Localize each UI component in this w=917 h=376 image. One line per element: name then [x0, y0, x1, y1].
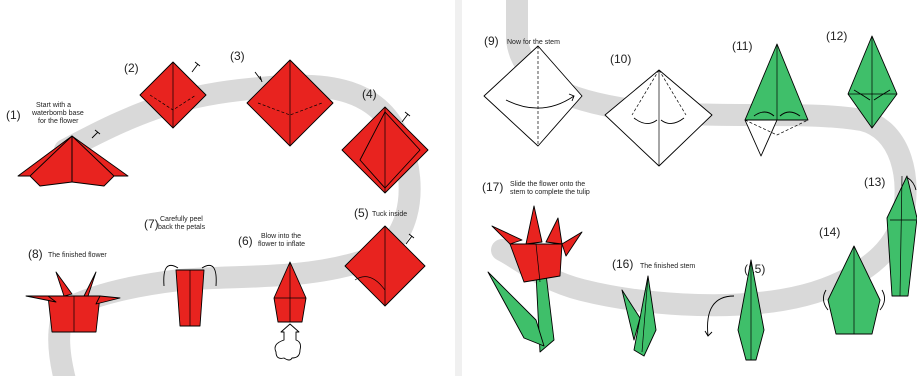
step-7: (7) Carefully peel back the petals	[144, 216, 217, 327]
fold-arrow-icon	[91, 129, 101, 139]
petal	[55, 271, 73, 297]
step-caption-line: waterbomb base	[31, 110, 84, 117]
paper-square	[604, 69, 713, 167]
stem-panel: (9) Now for the stem (10) (11)	[462, 0, 917, 376]
step-caption-line: Carefully peel	[160, 216, 203, 223]
guide-path	[48, 74, 421, 376]
step-number: (13)	[864, 175, 885, 189]
tulip-petal	[561, 231, 583, 257]
step-16: (16) The finished stem	[612, 257, 695, 357]
tulip-petal	[491, 225, 523, 245]
blow-arrow-icon	[274, 323, 301, 361]
fold-arrow-icon	[753, 111, 801, 117]
step-caption-line: for the flower	[38, 118, 79, 125]
step-number: (3)	[230, 49, 245, 63]
step-caption-line: Now for the stem	[507, 39, 560, 46]
leaf	[621, 289, 641, 341]
step-9: (9) Now for the stem	[483, 34, 583, 147]
fold-arrow-icon	[633, 117, 685, 124]
step-number: (2)	[124, 61, 139, 75]
step-caption-line: Start with a	[36, 102, 71, 109]
step-5: (5) Tuck inside	[344, 206, 426, 307]
petal	[25, 295, 57, 303]
tulip-flower	[509, 243, 563, 283]
step-number: (15)	[744, 262, 765, 276]
step-3: (3)	[230, 49, 334, 147]
step-1: (1) Start with a waterbomb base for the …	[6, 102, 129, 187]
step-caption-line: flower to inflate	[258, 241, 305, 248]
step-10: (10)	[604, 52, 713, 167]
step-number: (17)	[482, 180, 503, 194]
petal	[95, 295, 121, 305]
fold-arrow-icon	[405, 233, 415, 245]
step-14: (14)	[819, 225, 885, 335]
step-number: (7)	[144, 217, 159, 231]
tulip-petal	[525, 205, 543, 245]
tulip-petal	[545, 217, 563, 245]
step-caption-line: The finished flower	[48, 252, 107, 259]
step-17: (17) Slide the flower onto the stem to c…	[482, 180, 590, 353]
step-number: (8)	[28, 247, 43, 261]
step-15: (15)	[704, 259, 765, 361]
step-number: (14)	[819, 225, 840, 239]
step-caption-line: stem to complete the tulip	[510, 189, 590, 196]
step-number: (5)	[354, 206, 369, 220]
step-6: (6) Blow into the flower to inflate	[238, 233, 307, 361]
petal	[83, 271, 97, 297]
waterbomb-flap	[29, 135, 73, 187]
panel-divider	[455, 0, 462, 376]
step-number: (16)	[612, 257, 633, 271]
step-number: (4)	[362, 87, 377, 101]
fold-arrow-icon	[853, 89, 891, 101]
fold-arrow-icon	[823, 289, 829, 311]
fold-arrow-icon	[907, 177, 917, 191]
stem-kite	[744, 43, 809, 121]
step-13: (13)	[864, 175, 917, 297]
step-number: (12)	[826, 29, 847, 43]
step-4: (4)	[341, 87, 429, 194]
step-8: (8) The finished flower	[25, 247, 121, 333]
step-number: (9)	[484, 34, 499, 48]
step-caption-line: The finished stem	[640, 263, 695, 270]
step-caption-line: Slide the flower onto the	[510, 181, 585, 188]
step-caption-line: back the petals	[158, 224, 206, 231]
step-number: (10)	[610, 52, 631, 66]
step-caption-line: Tuck inside	[372, 211, 407, 218]
step-2: (2)	[124, 61, 207, 129]
paper-bottom	[744, 119, 778, 157]
step-number: (1)	[6, 108, 21, 122]
flower-diagram: (1) Start with a waterbomb base for the …	[6, 49, 429, 376]
peel-arrow-icon	[201, 264, 217, 287]
fold-arrow-icon	[505, 93, 575, 109]
stem-diagram: (9) Now for the stem (10) (11)	[482, 0, 917, 361]
fold-arrow-icon	[704, 295, 735, 337]
step-number: (11)	[732, 39, 752, 53]
fold-arrow-icon	[254, 71, 263, 83]
peel-arrow-icon	[163, 264, 179, 287]
fold-arrow-icon	[401, 111, 411, 123]
fold-arrow-icon	[191, 61, 201, 73]
fold-arrow-icon	[879, 289, 885, 311]
flower-panel: (1) Start with a waterbomb base for the …	[0, 0, 455, 376]
step-11: (11)	[732, 39, 809, 157]
step-12: (12)	[826, 29, 898, 129]
step-number: (6)	[238, 234, 253, 248]
tulip-leaf	[487, 271, 545, 347]
paper-square	[483, 45, 583, 147]
step-caption-line: Blow into the	[261, 233, 301, 240]
guide-path	[491, 0, 917, 317]
